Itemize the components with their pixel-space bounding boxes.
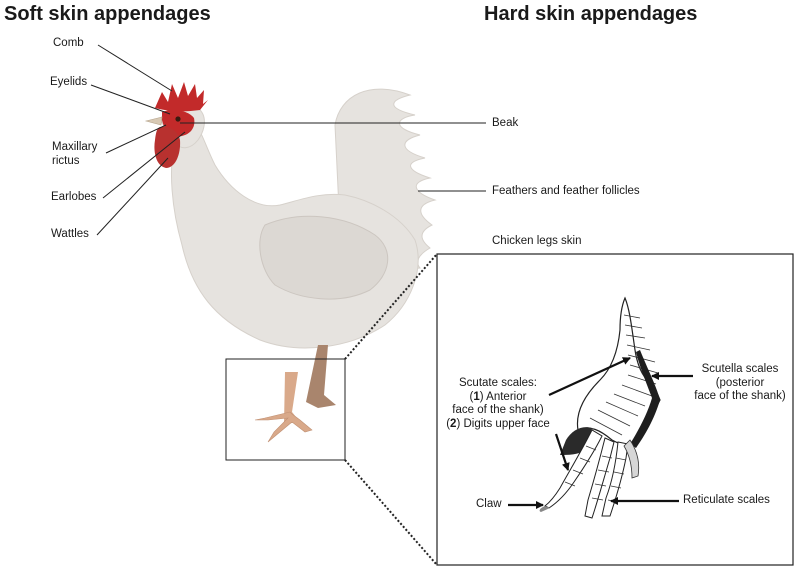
beak-label: Beak <box>492 117 518 131</box>
near-foot <box>255 412 312 442</box>
chicken-legs-skin-title: Chicken legs skin <box>492 235 581 249</box>
scutate-scales-label: Scutate scales: (1) Anterior face of the… <box>438 377 558 431</box>
eyelids-label: Eyelids <box>50 76 87 90</box>
eye <box>175 116 180 121</box>
beak-shape <box>146 117 162 125</box>
scutella-scales-label: Scutella scales (posterior face of the s… <box>688 363 792 404</box>
chicken-illustration <box>146 82 435 442</box>
wattles-label: Wattles <box>51 228 89 242</box>
maxillary-rictus-label: Maxillary rictus <box>52 141 97 168</box>
zoom-connector-bottom <box>345 460 437 565</box>
far-leg <box>306 345 336 408</box>
reticulate-scales-label: Reticulate scales <box>683 494 770 508</box>
earlobes-label: Earlobes <box>51 191 96 205</box>
comb <box>155 82 208 111</box>
comb-label: Comb <box>53 37 84 51</box>
claw-label: Claw <box>476 498 502 512</box>
feathers-label: Feathers and feather follicles <box>492 185 640 199</box>
